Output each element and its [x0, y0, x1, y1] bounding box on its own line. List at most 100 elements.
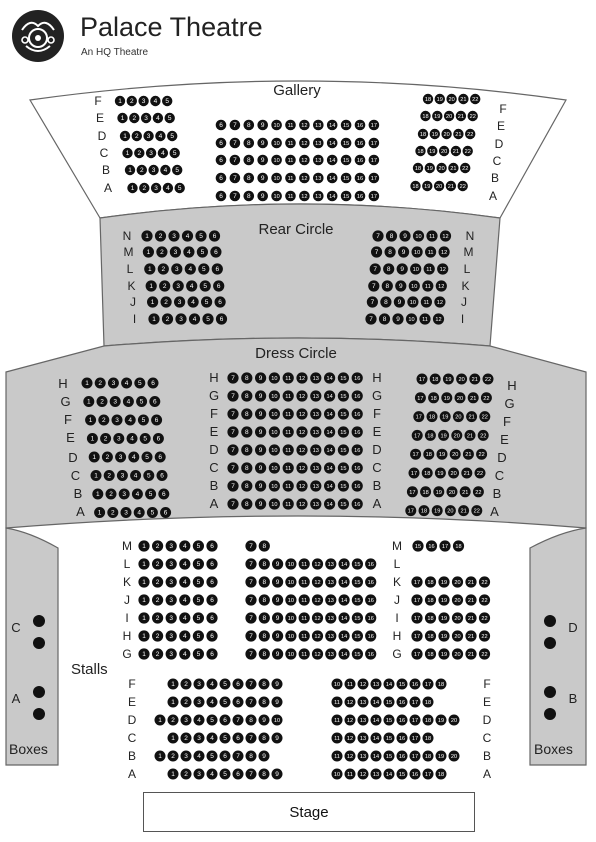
seat-dress-circle-D-13[interactable]: 13 — [310, 444, 322, 456]
seat-stalls-M-8[interactable]: 8 — [258, 540, 270, 552]
seat-stalls-K-10[interactable]: 10 — [285, 576, 297, 588]
seat-stalls-A-13[interactable]: 13 — [370, 768, 382, 780]
seat-rear-circle-K-12[interactable]: 12 — [435, 280, 447, 292]
seat-dress-circle-D-6[interactable]: 6 — [154, 451, 166, 463]
seat-dress-circle-B-11[interactable]: 11 — [282, 480, 294, 492]
seat-rear-circle-L-11[interactable]: 11 — [423, 263, 435, 275]
seat-stalls-H-22[interactable]: 22 — [478, 630, 491, 642]
seat-dress-circle-G-3[interactable]: 3 — [109, 396, 121, 407]
seat-stalls-D-18[interactable]: 18 — [422, 714, 434, 726]
seat-rear-circle-J-2[interactable]: 2 — [160, 296, 172, 308]
seat-rear-circle-J-3[interactable]: 3 — [174, 296, 186, 308]
seat-stalls-K-5[interactable]: 5 — [192, 576, 204, 588]
seat-dress-circle-E-4[interactable]: 4 — [126, 433, 138, 444]
seat-dress-circle-D-18[interactable]: 18 — [423, 448, 435, 460]
seat-dress-circle-D-2[interactable]: 2 — [101, 451, 113, 463]
seat-dress-circle-C-3[interactable]: 3 — [116, 470, 128, 481]
seat-gallery-E-12[interactable]: 12 — [299, 119, 310, 131]
seat-gallery-D-10[interactable]: 10 — [271, 137, 282, 149]
seat-rear-circle-L-3[interactable]: 3 — [171, 263, 183, 275]
box-B-seat-1[interactable] — [544, 686, 556, 698]
seat-rear-circle-I-7[interactable]: 7 — [365, 313, 377, 325]
seat-rear-circle-J-11[interactable]: 11 — [420, 296, 432, 308]
seat-stalls-E-12[interactable]: 12 — [344, 696, 356, 708]
seat-stalls-I-10[interactable]: 10 — [285, 612, 297, 624]
seat-gallery-B-18[interactable]: 18 — [412, 162, 424, 174]
seat-stalls-E-2[interactable]: 2 — [180, 696, 192, 708]
seat-gallery-C-4[interactable]: 4 — [157, 147, 169, 159]
seat-stalls-G-5[interactable]: 5 — [192, 648, 204, 660]
seat-dress-circle-H-6[interactable]: 6 — [147, 377, 159, 389]
seat-gallery-D-15[interactable]: 15 — [340, 137, 352, 149]
seat-dress-circle-G-19[interactable]: 19 — [441, 392, 453, 404]
seat-dress-circle-B-2[interactable]: 2 — [105, 488, 117, 500]
seat-stalls-I-11[interactable]: 11 — [298, 612, 310, 624]
seat-stalls-E-16[interactable]: 16 — [396, 696, 408, 708]
seat-rear-circle-J-5[interactable]: 5 — [201, 296, 213, 308]
seat-dress-circle-E-17[interactable]: 17 — [411, 429, 423, 441]
seat-dress-circle-C-2[interactable]: 2 — [103, 470, 115, 481]
seat-stalls-K-18[interactable]: 18 — [424, 576, 437, 588]
seat-gallery-E-11[interactable]: 11 — [285, 119, 296, 131]
seat-dress-circle-E-10[interactable]: 10 — [268, 426, 280, 438]
seat-dress-circle-A-7[interactable]: 7 — [227, 498, 239, 510]
seat-dress-circle-B-16[interactable]: 16 — [351, 480, 363, 492]
seat-stalls-C-14[interactable]: 14 — [370, 732, 382, 744]
seat-stalls-G-8[interactable]: 8 — [258, 648, 270, 660]
seat-stalls-K-3[interactable]: 3 — [165, 576, 177, 588]
seat-gallery-B-13[interactable]: 13 — [313, 172, 324, 184]
seat-stalls-L-11[interactable]: 11 — [298, 558, 310, 570]
seat-stalls-J-2[interactable]: 2 — [152, 594, 164, 606]
seat-dress-circle-E-2[interactable]: 2 — [100, 433, 112, 444]
seat-rear-circle-N-6[interactable]: 6 — [208, 230, 221, 242]
seat-dress-circle-A-13[interactable]: 13 — [310, 498, 322, 510]
seat-dress-circle-B-4[interactable]: 4 — [131, 488, 143, 500]
seat-stalls-J-4[interactable]: 4 — [179, 594, 191, 606]
seat-stalls-D-8[interactable]: 8 — [245, 714, 257, 726]
seat-dress-circle-H-2[interactable]: 2 — [94, 377, 106, 389]
seat-dress-circle-H-11[interactable]: 11 — [282, 372, 294, 384]
seat-dress-circle-C-18[interactable]: 18 — [421, 467, 433, 479]
seat-stalls-B-20[interactable]: 20 — [448, 750, 460, 762]
seat-stalls-E-13[interactable]: 13 — [357, 696, 369, 708]
seat-dress-circle-A-12[interactable]: 12 — [296, 498, 308, 510]
seat-stalls-D-17[interactable]: 17 — [409, 714, 421, 726]
seat-rear-circle-K-8[interactable]: 8 — [381, 280, 393, 292]
seat-stalls-K-4[interactable]: 4 — [179, 576, 191, 588]
seat-stalls-C-3[interactable]: 3 — [193, 732, 205, 744]
seat-stalls-J-14[interactable]: 14 — [338, 594, 350, 606]
seat-dress-circle-A-3[interactable]: 3 — [120, 507, 132, 518]
seat-dress-circle-F-18[interactable]: 18 — [426, 411, 438, 423]
seat-dress-circle-A-16[interactable]: 16 — [351, 498, 363, 510]
seat-stalls-K-22[interactable]: 22 — [478, 576, 491, 588]
seat-gallery-C-18[interactable]: 18 — [415, 145, 426, 157]
seat-dress-circle-H-12[interactable]: 12 — [296, 372, 308, 384]
seat-dress-circle-G-14[interactable]: 14 — [324, 390, 336, 402]
seat-dress-circle-E-13[interactable]: 13 — [310, 426, 322, 438]
seat-dress-circle-A-20[interactable]: 20 — [444, 505, 456, 517]
seat-stalls-H-2[interactable]: 2 — [152, 630, 164, 642]
seat-dress-circle-B-17[interactable]: 17 — [406, 486, 418, 498]
seat-gallery-B-6[interactable]: 6 — [215, 172, 227, 184]
seat-gallery-F-2[interactable]: 2 — [126, 95, 137, 107]
seat-rear-circle-K-5[interactable]: 5 — [199, 280, 211, 292]
seat-dress-circle-D-19[interactable]: 19 — [436, 448, 448, 460]
seat-stalls-F-16[interactable]: 16 — [409, 678, 421, 690]
box-A-seat-2[interactable] — [33, 708, 45, 720]
seat-rear-circle-M-5[interactable]: 5 — [196, 246, 208, 258]
seat-stalls-D-10[interactable]: 10 — [271, 714, 283, 726]
seat-stalls-G-9[interactable]: 9 — [272, 648, 284, 660]
seat-stalls-L-1[interactable]: 1 — [138, 558, 150, 570]
seat-stalls-G-6[interactable]: 6 — [206, 648, 218, 660]
seat-rear-circle-N-7[interactable]: 7 — [372, 230, 384, 242]
seat-stalls-A-3[interactable]: 3 — [193, 768, 205, 780]
seat-stalls-B-1[interactable]: 1 — [154, 750, 166, 762]
seat-stalls-G-22[interactable]: 22 — [478, 648, 491, 660]
seat-dress-circle-E-21[interactable]: 21 — [464, 429, 476, 441]
seat-dress-circle-D-7[interactable]: 7 — [227, 444, 239, 456]
seat-dress-circle-C-9[interactable]: 9 — [255, 462, 267, 474]
seat-stalls-A-1[interactable]: 1 — [167, 768, 179, 780]
seat-stalls-L-6[interactable]: 6 — [206, 558, 218, 570]
seat-dress-circle-A-19[interactable]: 19 — [431, 505, 443, 517]
seat-dress-circle-G-9[interactable]: 9 — [255, 390, 267, 402]
